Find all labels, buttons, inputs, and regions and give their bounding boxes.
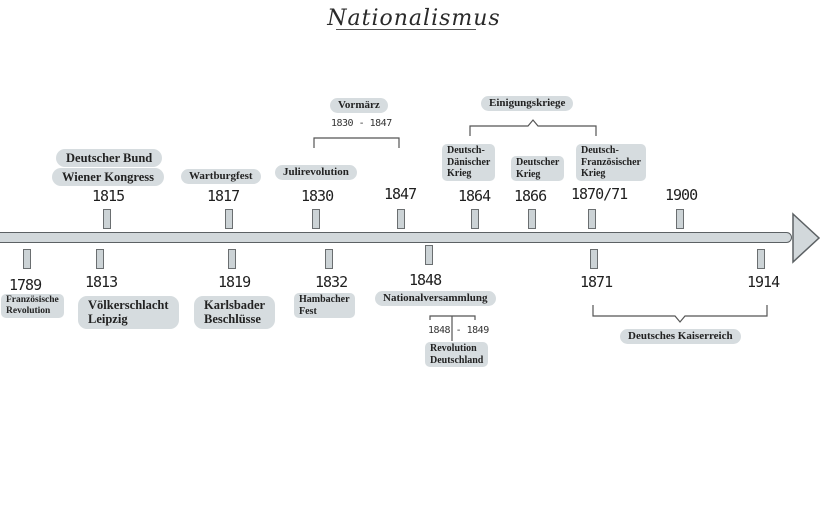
label-voelkerschlacht-leipzig: Völkerschlacht Leipzig [78, 296, 179, 329]
year-1815: 1815 [92, 187, 125, 205]
label-karlsbader-beschluesse: Karlsbader Beschlüsse [194, 296, 276, 329]
einigungskriege-bracket [469, 119, 597, 136]
year-1870-71: 1870/71 [571, 185, 628, 203]
year-1817: 1817 [207, 187, 240, 205]
year-1866: 1866 [514, 187, 547, 205]
year-1819: 1819 [218, 273, 251, 291]
label-wartburgfest: Wartburgfest [181, 169, 261, 184]
label-deutsch-franzoesischer-krieg: Deutsch- Französischer Krieg [576, 144, 646, 181]
title-underline [336, 29, 476, 30]
tick-1789 [23, 249, 31, 269]
year-1789: 1789 [9, 276, 42, 294]
label-franzoesische-revolution: Französische Revolution [1, 294, 64, 318]
year-1900: 1900 [665, 186, 698, 204]
kaiserreich-bracket [592, 305, 768, 323]
range-vormaerz: 1830 - 1847 [331, 118, 392, 129]
tick-1871 [590, 249, 598, 269]
vormaerz-bracket [313, 137, 400, 148]
tick-1819 [228, 249, 236, 269]
label-deutsch-daenischer-krieg: Deutsch- Dänischer Krieg [442, 144, 496, 181]
tick-1914 [757, 249, 765, 269]
year-1871: 1871 [580, 273, 613, 291]
tick-1817 [225, 209, 233, 229]
label-deutscher-krieg: Deutscher Krieg [511, 156, 565, 181]
tick-1832 [325, 249, 333, 269]
page-title: Nationalismus [327, 6, 501, 31]
tick-1815 [103, 209, 111, 229]
label-revolution-deutschland: Revolution Deutschland [425, 342, 489, 367]
timeline-arrowhead-icon [792, 212, 821, 264]
year-1847: 1847 [384, 185, 417, 203]
year-1848: 1848 [409, 271, 442, 289]
range-revolution: 1848 - 1849 [428, 325, 489, 336]
tick-1900 [676, 209, 684, 229]
label-vormaerz: Vormärz [330, 98, 388, 113]
label-einigungskriege: Einigungskriege [481, 96, 574, 111]
tick-1847 [397, 209, 405, 229]
tick-1830 [312, 209, 320, 229]
label-julirevolution: Julirevolution [275, 165, 357, 180]
year-1830: 1830 [301, 187, 334, 205]
label-wiener-kongress: Wiener Kongress [52, 168, 165, 187]
year-1832: 1832 [315, 273, 348, 291]
tick-1848 [425, 245, 433, 265]
tick-1864 [471, 209, 479, 229]
tick-1813 [96, 249, 104, 269]
label-nationalversammlung: Nationalversammlung [375, 291, 496, 306]
label-deutscher-bund: Deutscher Bund [56, 149, 163, 168]
year-1864: 1864 [458, 187, 491, 205]
tick-1866 [528, 209, 536, 229]
tick-1870-71 [588, 209, 596, 229]
label-hambacher-fest: Hambacher Fest [294, 293, 355, 318]
year-1914: 1914 [747, 273, 780, 291]
timeline-axis [0, 232, 792, 243]
label-deutsches-kaiserreich: Deutsches Kaiserreich [620, 329, 741, 344]
year-1813: 1813 [85, 273, 118, 291]
